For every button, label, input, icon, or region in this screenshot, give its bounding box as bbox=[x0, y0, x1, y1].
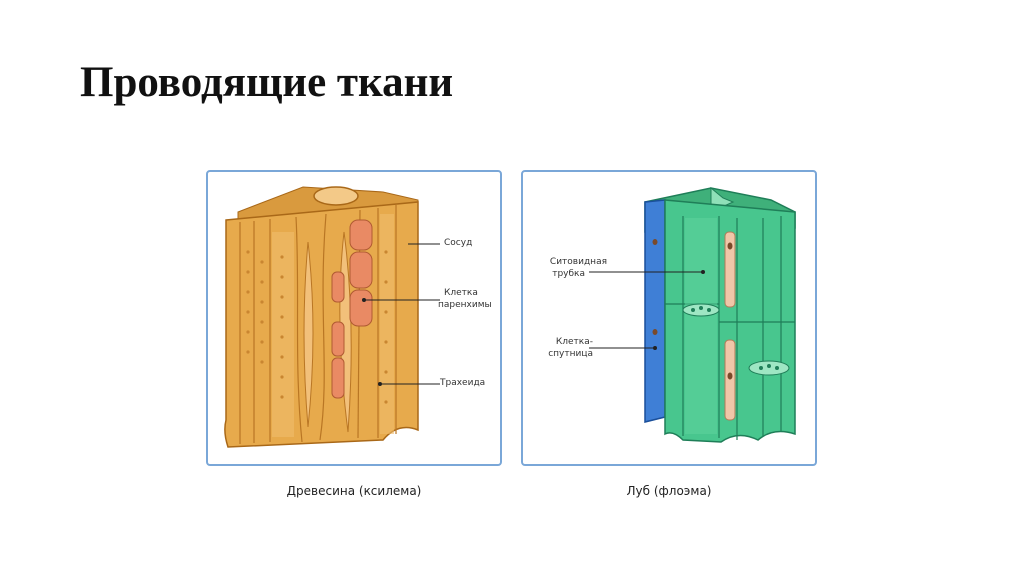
parenchyma-label: Клетка паренхимы bbox=[438, 287, 492, 311]
xylem-illustration bbox=[224, 186, 440, 448]
companion-cell-label: Клетка- спутница bbox=[543, 336, 593, 360]
xylem-pits bbox=[246, 250, 388, 404]
phloem-companion-cells bbox=[724, 231, 736, 421]
companion-cell-label-line1: Клетка- bbox=[555, 337, 593, 347]
phloem-blue-strip bbox=[644, 199, 666, 423]
xylem-panel: Сосуд Клетка паренхимы Трахеида bbox=[206, 170, 502, 466]
xylem-ribs bbox=[239, 205, 397, 444]
xylem-parenchyma-cells bbox=[331, 219, 373, 399]
parenchyma-label-line1: Клетка bbox=[444, 288, 478, 298]
phloem-panel: Ситовидная трубка Клетка- спутница bbox=[521, 170, 817, 466]
slide-title: Проводящие ткани bbox=[80, 59, 454, 106]
companion-cell-label-line2: спутница bbox=[548, 349, 593, 359]
xylem-caption: Древесина (ксилема) bbox=[286, 484, 422, 498]
phloem-illustration bbox=[589, 186, 796, 443]
sieve-tube-label-line2: трубка bbox=[552, 269, 585, 279]
phloem-sieve-plates bbox=[682, 303, 790, 376]
vessel-label: Сосуд bbox=[444, 238, 473, 248]
parenchyma-label-line2: паренхимы bbox=[438, 300, 492, 310]
sieve-tube-label-line1: Ситовидная bbox=[549, 257, 607, 267]
phloem-cell-walls bbox=[665, 216, 795, 440]
xylem-vessel-opening bbox=[313, 186, 359, 206]
phloem-caption: Луб (флоэма) bbox=[626, 484, 712, 498]
tracheid-label: Трахеида bbox=[440, 378, 486, 388]
sieve-tube-label: Ситовидная трубка bbox=[543, 256, 607, 280]
